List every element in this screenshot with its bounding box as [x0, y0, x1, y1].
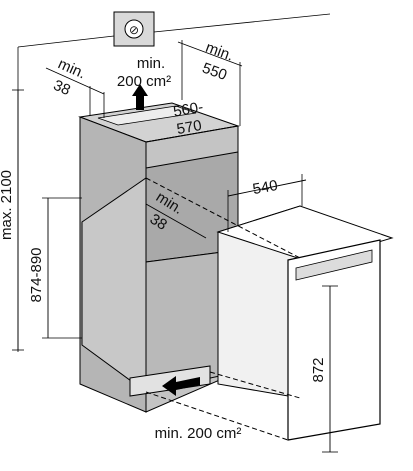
- top-vent-label-line1: min.: [137, 55, 165, 72]
- arrow-up-icon: [132, 84, 148, 110]
- bottom-vent-arrow: [162, 376, 200, 396]
- appliance: [216, 205, 394, 441]
- door-value-label: 38: [147, 211, 170, 234]
- niche-width-dimension: 560- 570: [145, 99, 239, 143]
- socket-icon: ⊘: [129, 23, 139, 37]
- gap-value-label: 38: [51, 77, 73, 99]
- top-vent-label-line2: 200 cm²: [117, 73, 171, 90]
- appliance-depth-label: 540: [251, 177, 279, 198]
- top-vent-label-group: min. 200 cm²: [117, 55, 171, 90]
- niche-width-line1: 560-: [172, 99, 205, 121]
- appliance-door-handle: [295, 249, 373, 281]
- arrow-left-icon: [162, 376, 200, 396]
- depth-min-number: 550: [200, 60, 229, 85]
- appliance-height-label: 872: [310, 357, 327, 382]
- max-height-dimension: max. 2100: [0, 89, 24, 351]
- max-height-label: max. 2100: [0, 170, 15, 240]
- installation-guides: [145, 177, 301, 441]
- appliance-front: [287, 239, 381, 441]
- gap-dimension: min. 38: [45, 55, 105, 118]
- appliance-depth-dimension: 540: [227, 174, 307, 232]
- niche-width-line2: 570: [175, 117, 203, 138]
- niche-height-dimension: 874-890: [28, 197, 82, 339]
- appliance-height-dimension: 872: [310, 285, 338, 453]
- cabinet-housing: [78, 102, 240, 413]
- bottom-vent-label: min. 200 cm²: [155, 425, 242, 442]
- niche-height-label: 874-890: [28, 247, 45, 302]
- top-vent-arrow: [132, 84, 148, 110]
- top-vent-slot: [97, 105, 197, 126]
- wall-socket: ⊘: [113, 11, 155, 47]
